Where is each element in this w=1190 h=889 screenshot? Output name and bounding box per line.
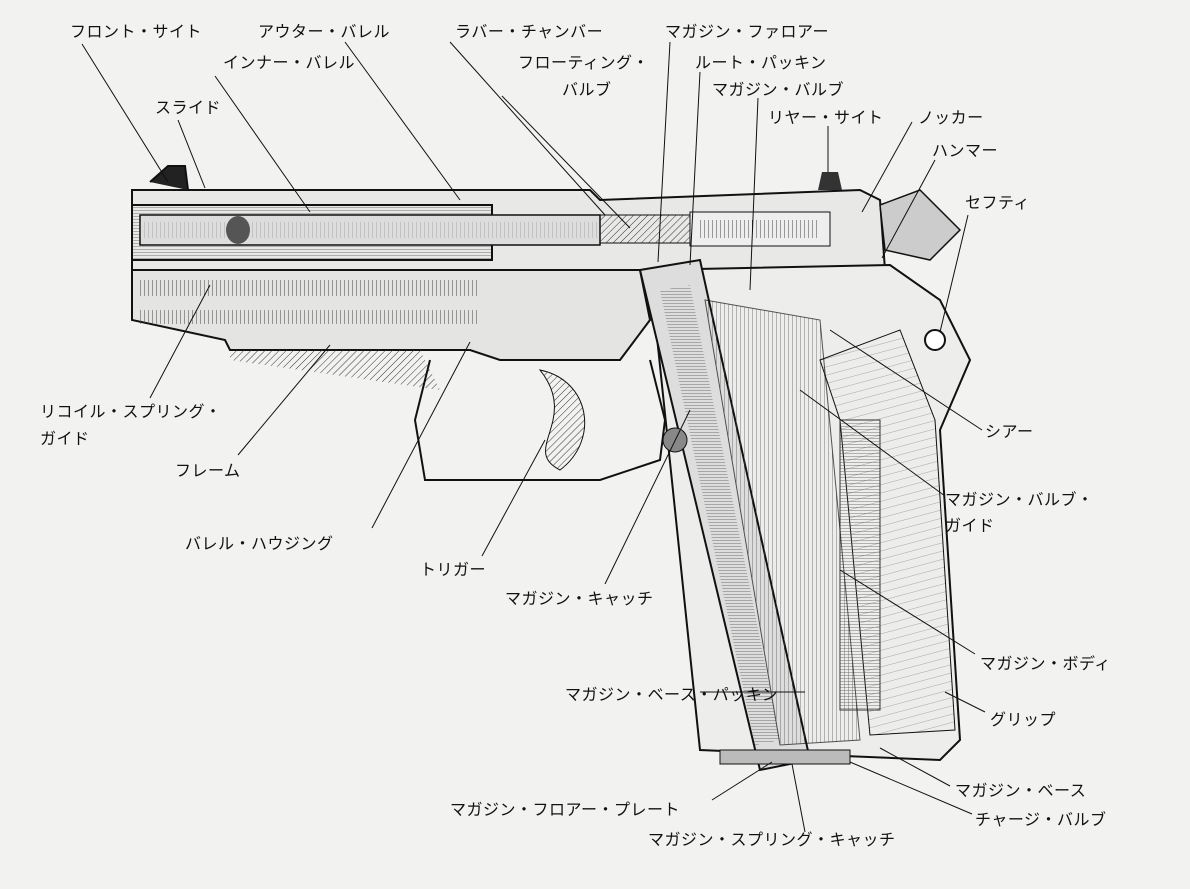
label-magazine-valve: マガジン・バルブ xyxy=(712,80,845,99)
label-inner-barrel: インナー・バレル xyxy=(223,53,356,72)
label-recoil-spring-guide-line1: リコイル・スプリング・ xyxy=(40,402,222,421)
label-slide: スライド xyxy=(155,98,222,117)
rear-sight xyxy=(818,172,842,190)
label-safety: セフティ xyxy=(965,193,1031,212)
label-frame: フレーム xyxy=(175,461,241,480)
chamber-valve-assembly xyxy=(599,211,831,247)
label-rear-sight: リヤー・サイト xyxy=(768,108,884,127)
label-grip: グリップ xyxy=(990,710,1057,729)
label-barrel-housing: バレル・ハウジング xyxy=(185,534,334,553)
magazine xyxy=(638,258,861,772)
label-rubber-chamber: ラバー・チャンバー xyxy=(455,22,604,41)
label-magazine-floor-plate: マガジン・フロアー・プレート xyxy=(450,800,681,819)
label-recoil-spring-guide-line2: ガイド xyxy=(40,429,90,448)
frame xyxy=(131,269,652,390)
label-knocker: ノッカー xyxy=(918,108,984,127)
label-floating-valve-line1: フローティング・ xyxy=(518,53,650,72)
label-floating-valve-line2: バルブ xyxy=(562,80,612,99)
safety xyxy=(924,329,946,351)
inner-barrel xyxy=(139,214,601,246)
label-magazine-catch: マガジン・キャッチ xyxy=(505,589,654,608)
label-magazine-base-packing: マガジン・ベース・パッキン xyxy=(565,685,779,704)
label-magazine-body: マガジン・ボディ xyxy=(980,654,1111,673)
label-front-sight: フロント・サイト xyxy=(70,22,203,41)
trigger-guard xyxy=(413,359,667,481)
hammer xyxy=(879,189,962,261)
label-outer-barrel: アウター・バレル xyxy=(258,22,391,41)
label-root-packing: ルート・パッキン xyxy=(695,53,827,72)
label-magazine-spring-catch: マガジン・スプリング・キャッチ xyxy=(648,830,896,849)
trigger xyxy=(538,369,586,471)
label-magazine-follower: マガジン・ファロアー xyxy=(665,22,830,41)
label-magazine-valve-guide-line2: ガイド xyxy=(945,516,995,535)
label-hammer: ハンマー xyxy=(932,141,999,160)
label-magazine-base: マガジン・ベース xyxy=(955,781,1087,800)
leader-lines xyxy=(81,41,986,833)
label-charge-valve: チャージ・バルブ xyxy=(975,810,1107,829)
label-trigger: トリガー xyxy=(420,560,487,579)
label-sear: シアー xyxy=(985,422,1034,441)
label-magazine-valve-guide-line1: マガジン・バルブ・ xyxy=(945,490,1094,509)
